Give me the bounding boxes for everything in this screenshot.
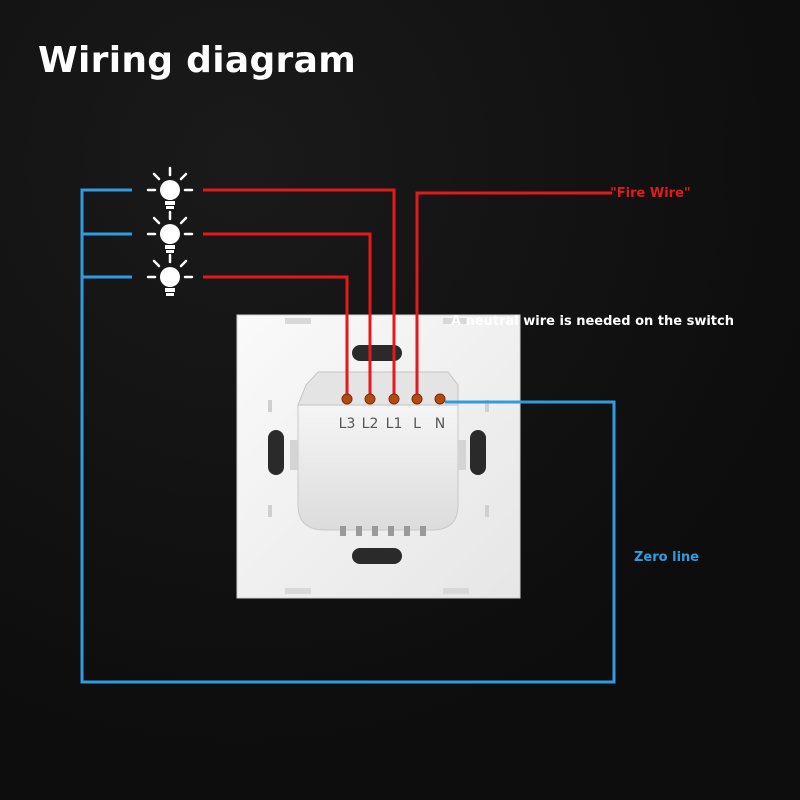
live-wire-l3 <box>203 275 349 398</box>
neutral-wires <box>80 188 616 684</box>
lamp-3 <box>146 253 194 296</box>
live-wire-l2 <box>203 232 372 398</box>
terminal-label-n: N <box>435 416 445 432</box>
fire-wire-feed <box>415 191 612 398</box>
terminal-labels: L3 L2 L1 L N <box>339 416 446 432</box>
terminal-screws <box>341 393 446 405</box>
mounting-slot-top <box>352 345 402 361</box>
live-wire-l1 <box>203 188 396 398</box>
neutral-bus <box>80 188 616 684</box>
page-title: Wiring diagram <box>38 40 357 81</box>
terminal-label-l3: L3 <box>339 416 356 432</box>
light-bulb-icon <box>146 253 194 296</box>
mounting-slot-left <box>268 430 284 475</box>
mounting-slot-right <box>470 430 486 475</box>
lamp-1 <box>146 166 194 209</box>
neutral-wire-note: A neutral wire is needed on the switch <box>451 314 734 329</box>
lamp-2 <box>146 210 194 253</box>
fire-wire-label: "Fire Wire" <box>610 186 691 201</box>
live-wires <box>203 188 612 398</box>
terminal-label-l1: L1 <box>386 416 403 432</box>
light-bulb-icon <box>146 166 194 209</box>
mounting-slot-bottom <box>352 548 402 564</box>
terminal-label-l: L <box>413 416 421 432</box>
light-bulb-icon <box>146 210 194 253</box>
terminal-label-l2: L2 <box>362 416 379 432</box>
zero-line-label: Zero line <box>634 550 699 565</box>
